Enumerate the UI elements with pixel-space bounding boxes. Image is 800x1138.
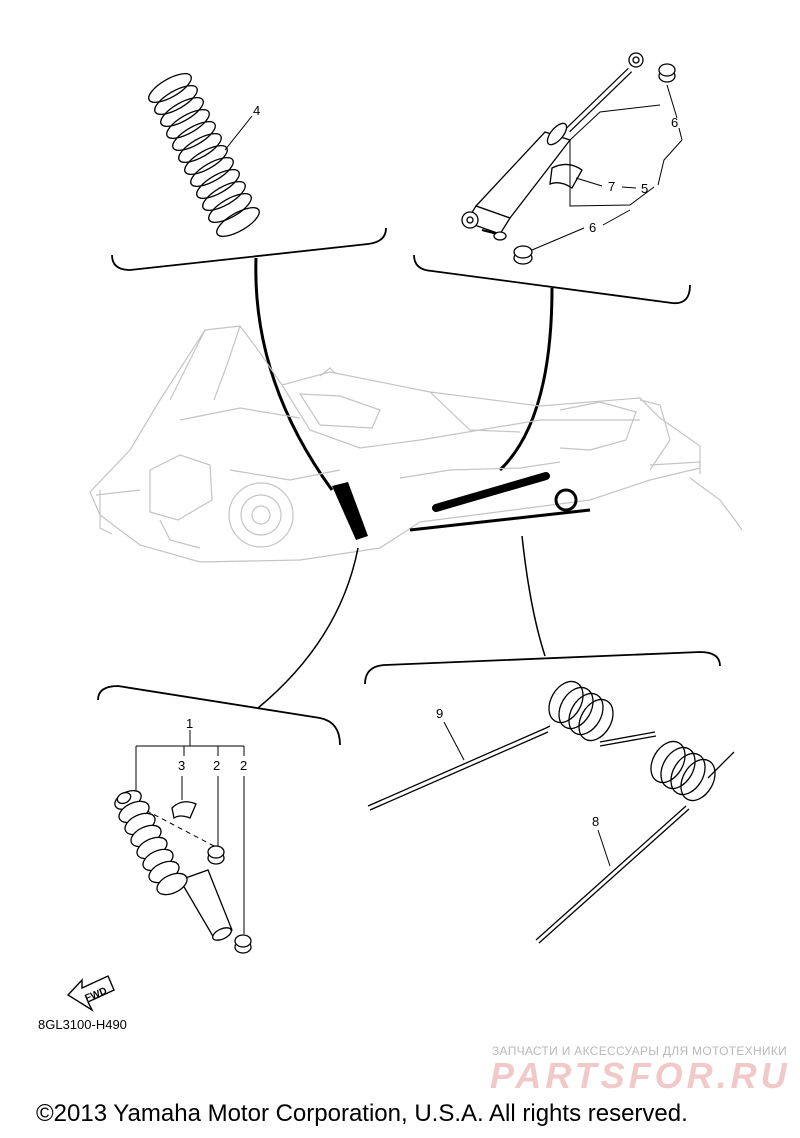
torsion-spring-part-8 — [535, 740, 735, 944]
leader-lines-rear-shock — [531, 84, 683, 251]
pointer-spring — [254, 257, 334, 491]
snowmobile-shock-locators — [332, 472, 591, 540]
bushing-part-2-b — [234, 934, 252, 954]
callout-6-upper: 6 — [671, 115, 678, 130]
pointer-front-shock — [257, 547, 359, 709]
forward-direction-arrow-icon: FWD — [66, 975, 115, 1012]
callout-4: 4 — [253, 103, 260, 118]
torsion-spring-part-9 — [367, 680, 657, 811]
coil-spring-part — [148, 73, 260, 237]
bracket-spring — [111, 227, 387, 271]
callout-7: 7 — [608, 179, 615, 194]
leader-lines-front-shock — [129, 730, 245, 934]
callout-6-lower: 6 — [589, 220, 596, 235]
leader-line-4 — [224, 115, 253, 151]
callout-8: 8 — [592, 814, 599, 829]
copyright-notice: ©2013 Yamaha Motor Corporation, U.S.A. A… — [36, 1100, 688, 1127]
front-shock-absorber-part — [114, 789, 233, 941]
callout-2-a: 2 — [213, 758, 220, 773]
bracket-front-shock — [97, 685, 341, 746]
bushing-part-6-lower — [513, 245, 533, 265]
watermark-tagline: ЗАПЧАСТИ И АКСЕССУАРЫ ДЛЯ МОТОТЕХНИКИ — [492, 1044, 788, 1058]
pointer-rear-shock — [498, 287, 554, 472]
rear-shock-absorber-part — [461, 52, 644, 241]
collar-part-3 — [171, 801, 197, 820]
diagram-code: 8GL3100-H490 — [38, 1017, 127, 1032]
callout-9: 9 — [436, 706, 443, 721]
snowmobile-outline — [89, 325, 743, 563]
watermark-logo: PARTSFOR.RU — [490, 1055, 791, 1096]
bushing-part-2-a — [207, 845, 225, 865]
callout-3: 3 — [178, 758, 185, 773]
callout-1: 1 — [186, 716, 193, 731]
bushing-part-6-upper — [658, 63, 676, 83]
leader-lines-slide-springs — [443, 721, 611, 867]
bracket-rear-shock — [413, 254, 691, 305]
callout-5: 5 — [641, 181, 648, 196]
pointer-slide-springs — [521, 535, 546, 657]
bracket-slide-springs — [364, 651, 721, 685]
callout-2-b: 2 — [240, 758, 247, 773]
collar-part-7 — [549, 163, 583, 189]
